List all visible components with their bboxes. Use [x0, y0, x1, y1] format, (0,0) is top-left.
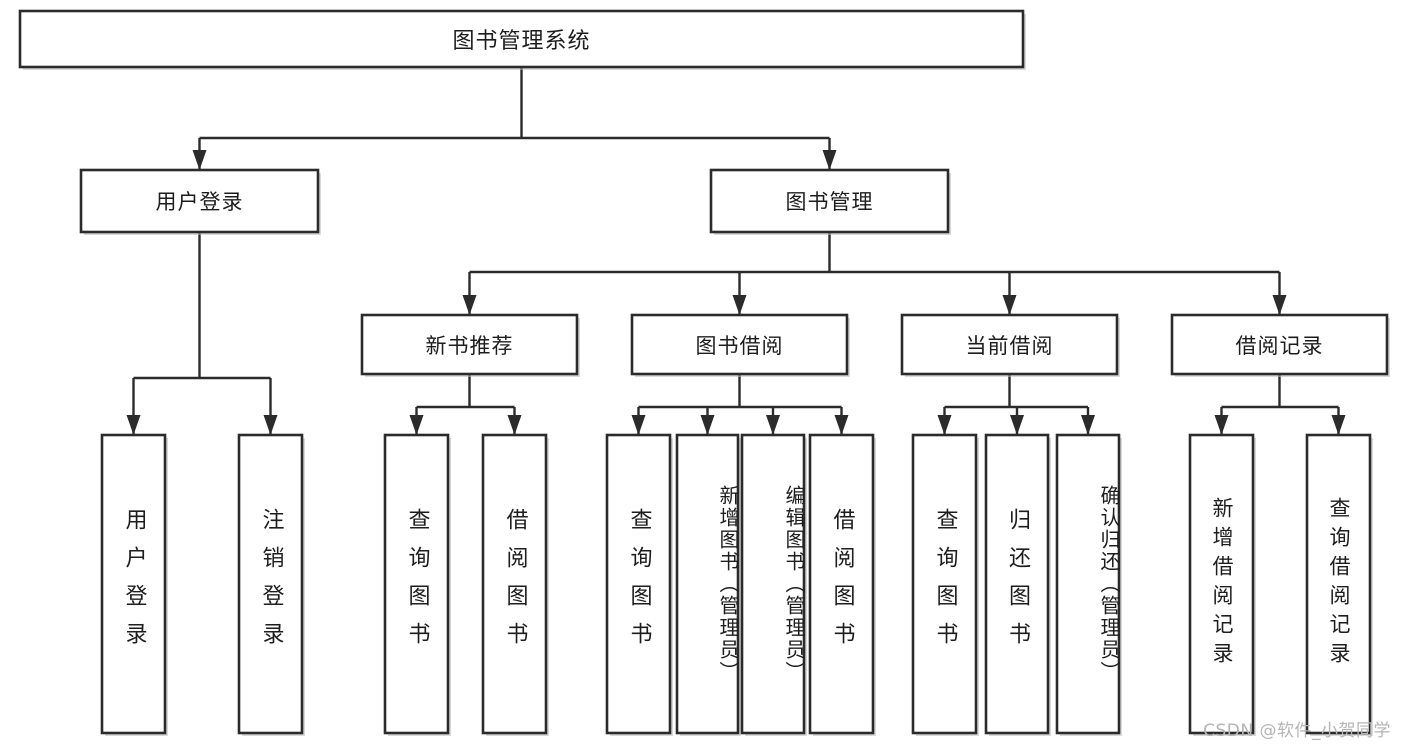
node-new-book-rec[interactable] — [360, 313, 579, 376]
arrow-head-icon — [1272, 295, 1287, 315]
arrow-head-icon — [1002, 295, 1017, 315]
node-leaf-confirm-return-admin[interactable] — [1055, 433, 1121, 735]
node-leaf-add-borrow-record[interactable] — [1188, 433, 1255, 735]
arrow-head-icon — [462, 295, 477, 315]
arrow-head-icon — [507, 415, 522, 435]
arrow-head-icon — [834, 415, 849, 435]
arrow-head-icon — [1010, 415, 1024, 435]
node-borrow-record[interactable] — [1170, 313, 1389, 376]
connectors-layer — [126, 67, 1346, 435]
node-leaf-borrow-book[interactable] — [808, 433, 875, 735]
arrow-head-icon — [700, 415, 715, 435]
node-leaf-borrow-book-rec[interactable] — [481, 433, 548, 735]
arrow-head-icon — [822, 150, 837, 170]
node-book-borrow[interactable] — [630, 313, 849, 376]
arrow-head-icon — [263, 415, 278, 435]
node-leaf-query-book-borrow[interactable] — [605, 433, 672, 735]
node-root[interactable] — [18, 9, 1025, 69]
node-leaf-logout-login[interactable] — [237, 433, 304, 735]
arrow-head-icon — [1331, 415, 1346, 435]
arrow-head-icon — [409, 415, 424, 435]
node-book-manage[interactable] — [709, 168, 950, 234]
arrow-head-icon — [766, 415, 780, 435]
arrow-head-icon — [192, 150, 207, 170]
arrow-head-icon — [1214, 415, 1229, 435]
node-leaf-user-login[interactable] — [100, 433, 167, 735]
arrow-head-icon — [732, 295, 747, 315]
arrow-head-icon — [126, 415, 141, 435]
node-current-borrow[interactable] — [900, 313, 1119, 376]
node-user-login[interactable] — [79, 168, 320, 234]
arrow-head-icon — [1081, 415, 1095, 435]
arrow-head-icon — [937, 415, 952, 435]
node-leaf-return-book[interactable] — [984, 433, 1050, 735]
node-leaf-query-book-rec[interactable] — [383, 433, 450, 735]
node-leaf-query-borrow-record[interactable] — [1305, 433, 1372, 735]
arrow-head-icon — [631, 415, 646, 435]
node-leaf-query-book-current[interactable] — [911, 433, 978, 735]
node-leaf-add-book-admin[interactable] — [675, 433, 740, 735]
node-leaf-edit-book-admin[interactable] — [740, 433, 806, 735]
boxes-layer — [18, 9, 1390, 736]
